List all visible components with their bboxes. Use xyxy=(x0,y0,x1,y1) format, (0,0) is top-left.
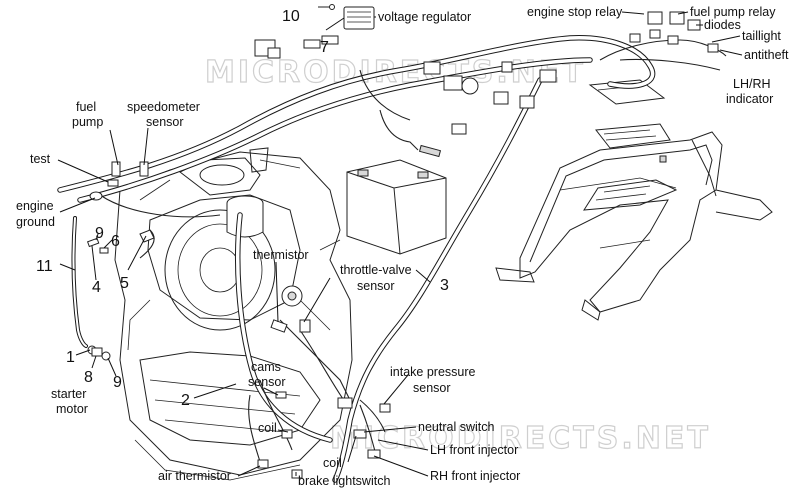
label-taillight: taillight xyxy=(742,29,781,43)
battery xyxy=(346,159,447,255)
label-cams-sensor-line1: cams xyxy=(251,360,281,374)
callout-numbers: 10 7 3 9 6 11 5 4 1 8 9 2 xyxy=(36,8,449,409)
label-engine-stop-relay: engine stop relay xyxy=(527,5,623,19)
label-lh-front-injector: LH front injector xyxy=(430,443,518,457)
label-throttle-valve-sensor-line2: sensor xyxy=(357,279,395,293)
connectors-and-parts xyxy=(86,4,719,479)
label-cams-sensor-line2: sensor xyxy=(248,375,286,389)
callout-3: 3 xyxy=(440,277,449,294)
intake-cylinder xyxy=(226,195,264,238)
label-rh-front-injector: RH front injector xyxy=(430,469,520,483)
label-speedometer-sensor-line1: speedometer xyxy=(127,100,200,114)
label-starter-motor-line2: motor xyxy=(56,402,88,416)
label-intake-pressure-sensor-line2: sensor xyxy=(413,381,451,395)
watermark-bottom: MICRODIRECTS.NET xyxy=(330,421,711,456)
callout-11: 11 xyxy=(36,258,53,275)
callout-10: 10 xyxy=(282,8,300,25)
callout-8: 8 xyxy=(84,369,93,386)
label-lh-rh-indicator-line2: indicator xyxy=(726,92,773,106)
callout-9-lower: 9 xyxy=(113,374,122,391)
callout-2: 2 xyxy=(181,392,190,409)
label-fuel-pump-line2: pump xyxy=(72,115,103,129)
label-air-thermistor: air thermistor xyxy=(158,469,231,483)
leader-lines xyxy=(57,11,743,477)
callout-9-upper: 9 xyxy=(95,225,104,242)
label-speedometer-sensor-line2: sensor xyxy=(146,115,184,129)
label-fuel-pump-line1: fuel xyxy=(76,100,96,114)
label-thermistor: thermistor xyxy=(253,248,309,262)
label-test: test xyxy=(30,152,51,166)
label-engine-ground-line1: engine xyxy=(16,199,54,213)
label-starter-motor-line1: starter xyxy=(51,387,86,401)
label-coil-upper: coil xyxy=(258,421,277,435)
labels: voltage regulator engine stop relay fuel… xyxy=(16,5,789,488)
label-diodes: diodes xyxy=(704,18,741,32)
label-fuel-pump-relay: fuel pump relay xyxy=(690,5,776,19)
rear-subframe xyxy=(495,79,773,321)
label-throttle-valve-sensor-line1: throttle-valve xyxy=(340,263,412,277)
voltage-regulator-part xyxy=(343,6,375,30)
label-neutral-switch: neutral switch xyxy=(418,420,494,434)
label-lh-rh-indicator-line1: LH/RH xyxy=(733,77,771,91)
callout-6: 6 xyxy=(111,233,120,250)
callout-7: 7 xyxy=(320,39,329,56)
label-engine-ground-line2: ground xyxy=(16,215,55,229)
label-coil-lower: coil xyxy=(323,456,342,470)
label-antitheft: antitheft xyxy=(744,48,789,62)
label-brake-lightswitch: brake lightswitch xyxy=(298,474,390,488)
label-voltage-regulator: voltage regulator xyxy=(378,10,471,24)
callout-1: 1 xyxy=(66,349,75,366)
callout-5: 5 xyxy=(120,275,129,292)
label-intake-pressure-sensor-line1: intake pressure xyxy=(390,365,476,379)
callout-4: 4 xyxy=(92,279,101,296)
